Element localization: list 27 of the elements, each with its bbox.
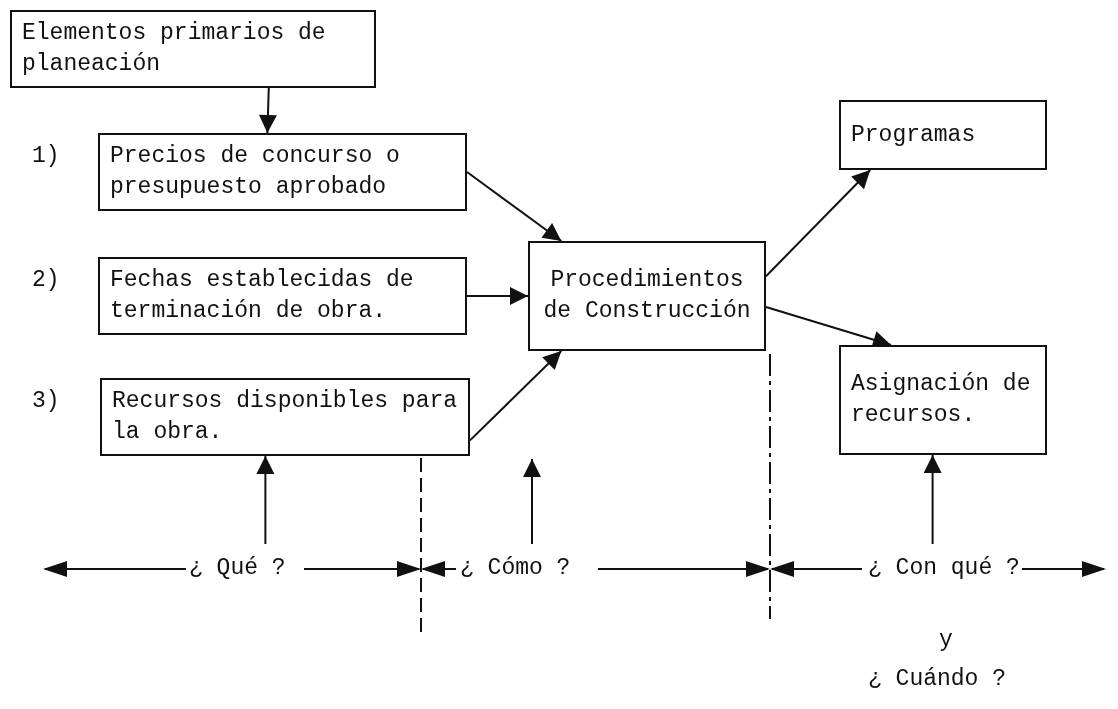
process-box: [839, 345, 1047, 455]
arrow: [466, 171, 563, 242]
process-box: [98, 257, 467, 335]
box-text: Precios de concurso o presupuesto aprobado: [110, 142, 401, 202]
note-text: ¿ Cuándo ?: [868, 665, 1007, 694]
box-text: Fechas establecidas de terminación de obra.: [110, 266, 415, 326]
box-text: Programas: [851, 120, 977, 150]
process-box: [839, 100, 1047, 170]
box-text: Procedimientos de Construcción: [542, 266, 752, 326]
arrow: [923, 454, 942, 545]
process-box: [10, 10, 376, 88]
note-text: y: [939, 626, 953, 655]
item-number: 1): [32, 142, 60, 171]
arrow: [765, 169, 872, 278]
process-box: [528, 241, 766, 351]
arrow: [466, 287, 529, 305]
item-number: 3): [32, 387, 60, 416]
arrow: [469, 350, 563, 442]
arrow: [523, 458, 541, 545]
box-text: Asignación de recursos.: [851, 370, 1032, 430]
arrow: [256, 455, 275, 545]
box-text: Elementos primarios de planeación: [22, 19, 327, 79]
arrow: [258, 87, 277, 134]
item-number: 2): [32, 266, 60, 295]
box-text: Recursos disponibles para la obra.: [112, 387, 458, 447]
process-box: [100, 378, 470, 456]
process-box: [98, 133, 467, 211]
